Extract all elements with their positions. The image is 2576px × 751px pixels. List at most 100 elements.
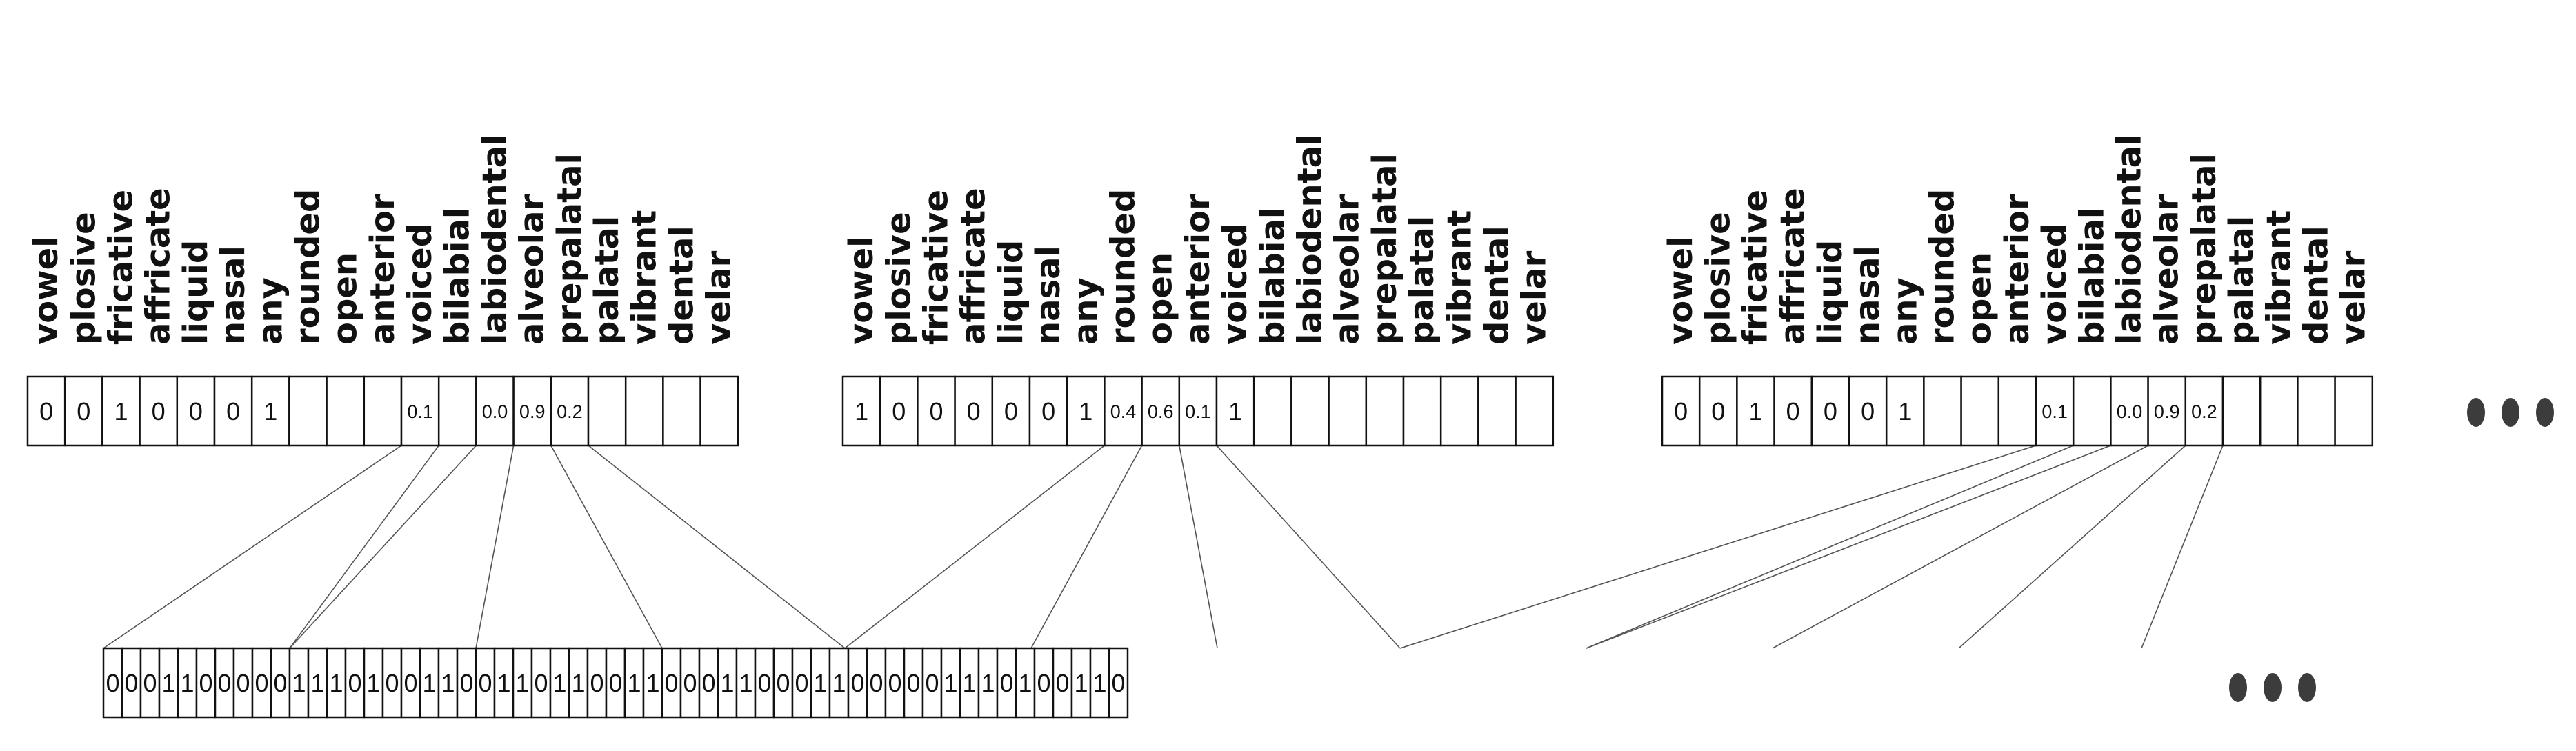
bit-cell — [1089, 647, 1110, 719]
feature-value: 0.9 — [2154, 401, 2180, 422]
bit-cell — [512, 647, 533, 719]
feature-label-dental: dental — [2297, 226, 2336, 345]
feature-cell — [624, 375, 664, 447]
bit-cell — [307, 647, 328, 719]
feature-cell — [2259, 375, 2299, 447]
feature-value: 0 — [1711, 397, 1725, 425]
feature-cell — [437, 375, 477, 447]
bit-value: 1 — [739, 669, 752, 697]
bit-value: 1 — [1018, 669, 1032, 697]
feature-cell — [1252, 375, 1292, 447]
feature-label-prepalatal: prepalatal — [1366, 153, 1404, 345]
feature-label-palatal: palatal — [2222, 216, 2261, 345]
feature-label-liquid: liquid — [1811, 240, 1850, 345]
feature-cell — [1402, 375, 1442, 447]
feature-label-bilabial: bilabial — [1253, 208, 1292, 345]
feature-label-labiodental: labiodental — [2110, 134, 2149, 345]
bit-cell — [959, 647, 980, 719]
feature-label-fricative: fricative — [1737, 190, 1775, 345]
feature-label-nasal: nasal — [1029, 246, 1068, 345]
bit-cell — [326, 647, 347, 719]
bit-value: 1 — [441, 669, 455, 697]
feature-label-plosive: plosive — [1699, 212, 1737, 345]
bit-value: 0 — [999, 669, 1013, 697]
feature-label-bilabial: bilabial — [2073, 208, 2111, 345]
bit-value: 0 — [478, 669, 492, 697]
feature-cell — [512, 375, 552, 447]
bit-value: 1 — [515, 669, 529, 697]
feature-cell — [326, 375, 366, 447]
feature-value: 1 — [1228, 397, 1242, 425]
feature-value: 0.0 — [482, 401, 508, 422]
feature-cell — [1997, 375, 2037, 447]
feature-label-palatal: palatal — [588, 216, 626, 345]
continuation-dots — [2229, 398, 2554, 702]
feature-cell — [2035, 375, 2075, 447]
connector-line — [103, 445, 402, 649]
bit-value: 0 — [906, 669, 920, 697]
connector-line — [1179, 445, 1218, 649]
feature-cell — [2147, 375, 2187, 447]
bit-value: 1 — [813, 669, 827, 697]
feature-group-2: vowelplosivefricativeaffricateliquidnasa… — [841, 134, 1555, 447]
feature-label-liquid: liquid — [177, 240, 215, 345]
feature-value: 0.2 — [557, 401, 583, 422]
bit-value: 1 — [329, 669, 343, 697]
feature-value: 0 — [152, 397, 166, 425]
feature-cell — [550, 375, 590, 447]
feature-cell — [2297, 375, 2336, 447]
bit-value: 1 — [422, 669, 436, 697]
feature-value: 0 — [39, 397, 53, 425]
bit-value: 0 — [273, 669, 287, 697]
connector-line — [1772, 445, 2148, 649]
bit-value: 0 — [1111, 669, 1125, 697]
feature-label-velar: velar — [1515, 250, 1554, 345]
feature-value: 0 — [1824, 397, 1837, 425]
feature-cell — [363, 375, 403, 447]
feature-cell — [1515, 375, 1555, 447]
bit-value: 0 — [385, 669, 399, 697]
feature-value: 0.0 — [2117, 401, 2143, 422]
bit-value: 1 — [180, 669, 194, 697]
feature-value: 0 — [1004, 397, 1018, 425]
ellipsis-top — [2502, 398, 2519, 427]
bit-value: 0 — [143, 669, 157, 697]
feature-cell — [1365, 375, 1405, 447]
bit-value: 0 — [850, 669, 864, 697]
feature-label-open: open — [1961, 252, 1999, 345]
bit-value: 0 — [254, 669, 268, 697]
bit-value: 1 — [1074, 669, 1088, 697]
bit-value: 1 — [646, 669, 659, 697]
bit-value: 0 — [106, 669, 119, 697]
feature-cell — [1215, 375, 1255, 447]
feature-label-rounded: rounded — [289, 189, 328, 345]
bit-cell — [437, 647, 459, 719]
bit-cell — [977, 647, 999, 719]
bit-cell — [288, 647, 310, 719]
feature-label-voiced: voiced — [401, 223, 439, 345]
feature-value: 1 — [114, 397, 128, 425]
connector-line — [1216, 445, 1401, 649]
bit-value: 1 — [832, 669, 846, 697]
ellipsis-bottom — [2298, 673, 2316, 702]
feature-label-vowel: vowel — [842, 236, 881, 345]
bit-value: 0 — [757, 669, 771, 697]
bit-cell — [791, 647, 812, 719]
feature-label-nasal: nasal — [214, 246, 252, 345]
feature-label-prepalatal: prepalatal — [550, 153, 589, 345]
feature-label-anterior: anterior — [1179, 194, 1217, 345]
bit-value: 1 — [627, 669, 641, 697]
feature-cell — [1698, 375, 1738, 447]
bit-value: 0 — [236, 669, 250, 697]
bit-value: 0 — [403, 669, 417, 697]
feature-label-dental: dental — [663, 226, 701, 345]
bit-cell — [195, 647, 217, 719]
feature-value: 0 — [226, 397, 240, 425]
bit-cell — [717, 647, 738, 719]
bit-value: 0 — [534, 669, 548, 697]
feature-label-labiodental: labiodental — [1291, 134, 1330, 345]
bit-cell — [139, 647, 161, 719]
bit-cell — [493, 647, 515, 719]
feature-value: 0.9 — [519, 401, 546, 422]
